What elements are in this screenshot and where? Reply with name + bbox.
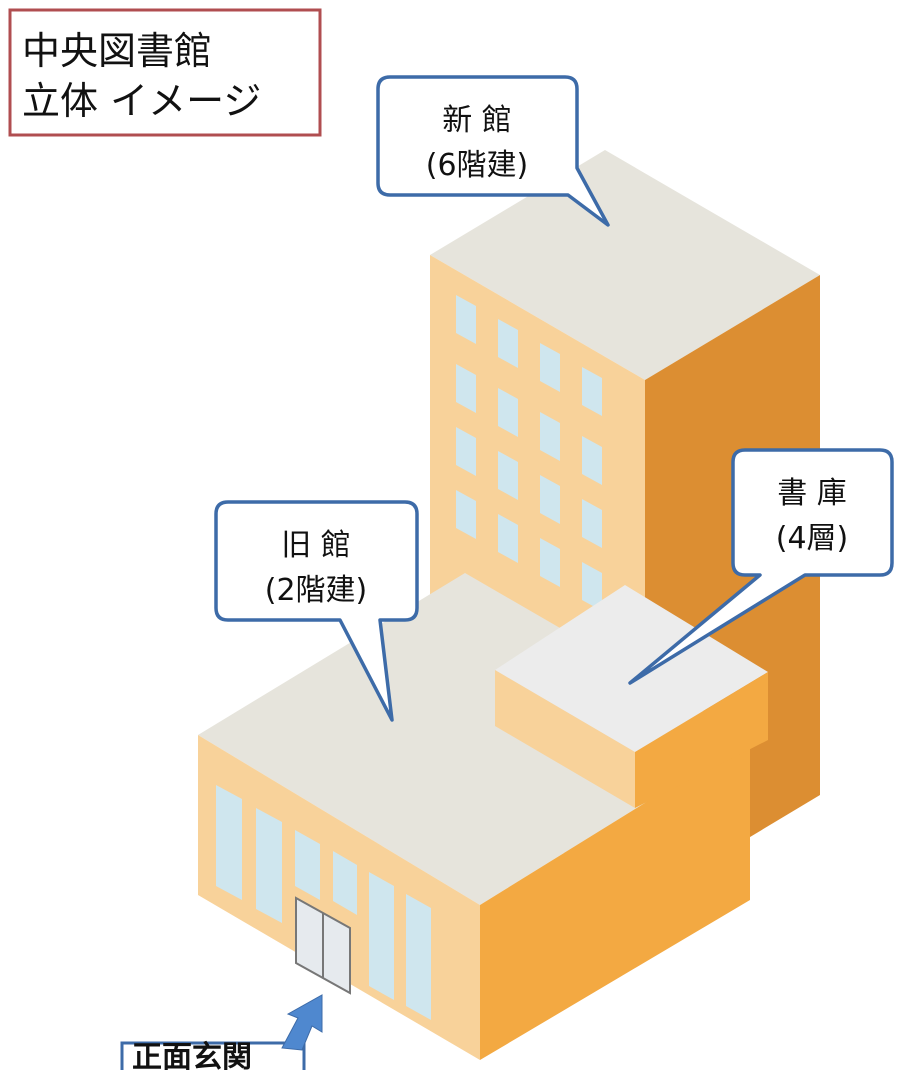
old-building-side-wall: [480, 738, 750, 1060]
window: [498, 451, 518, 500]
window: [456, 295, 476, 344]
entrance-label-text: 正面玄関: [132, 1040, 252, 1070]
window: [295, 830, 320, 900]
callout-old-building-name: 旧 館: [281, 528, 351, 563]
window: [498, 514, 518, 563]
callout-new-building-floors: (6階建): [426, 148, 529, 183]
stacks-roof: [495, 585, 768, 752]
callout-stacks-name: 書 庫: [777, 476, 847, 511]
window: [582, 367, 602, 416]
front-entrance-door: [295, 896, 351, 995]
window: [406, 894, 431, 1020]
entrance-arrow-icon: [281, 994, 323, 1051]
window: [456, 427, 476, 476]
stacks-front-wall: [495, 670, 635, 808]
callout-old-building: 旧 館 (2階建): [214, 500, 419, 722]
window: [540, 343, 560, 392]
old-building-windows: [216, 785, 431, 1020]
callout-stacks-floors: (4層): [776, 521, 849, 556]
title-line2: 立体 イメージ: [22, 79, 261, 123]
stacks-side-wall: [635, 672, 768, 808]
title-box: 中央図書館 立体 イメージ: [8, 8, 322, 137]
callout-new-building-name: 新 館: [442, 103, 512, 138]
callout-old-building-floors: (2階建): [265, 573, 368, 608]
callout-stacks: 書 庫 (4層): [628, 448, 894, 685]
new-building-windows: [456, 295, 602, 611]
window: [256, 808, 282, 923]
window: [333, 851, 357, 915]
window: [456, 490, 476, 539]
window: [582, 436, 602, 485]
new-building-roof: [430, 150, 820, 380]
title-line1: 中央図書館: [22, 29, 212, 73]
window: [540, 538, 560, 587]
window: [498, 319, 518, 368]
old-building: [198, 573, 750, 1060]
old-building-roof: [198, 573, 750, 905]
window: [540, 475, 560, 524]
window: [216, 785, 242, 900]
window: [582, 562, 602, 611]
window: [540, 412, 560, 461]
window: [582, 499, 602, 548]
entrance-label: 正面玄関: [120, 994, 323, 1070]
window: [498, 388, 518, 437]
stacks-building: [495, 585, 768, 808]
window: [369, 872, 394, 1000]
window: [456, 364, 476, 413]
callout-new-building: 新 館 (6階建): [376, 75, 610, 227]
